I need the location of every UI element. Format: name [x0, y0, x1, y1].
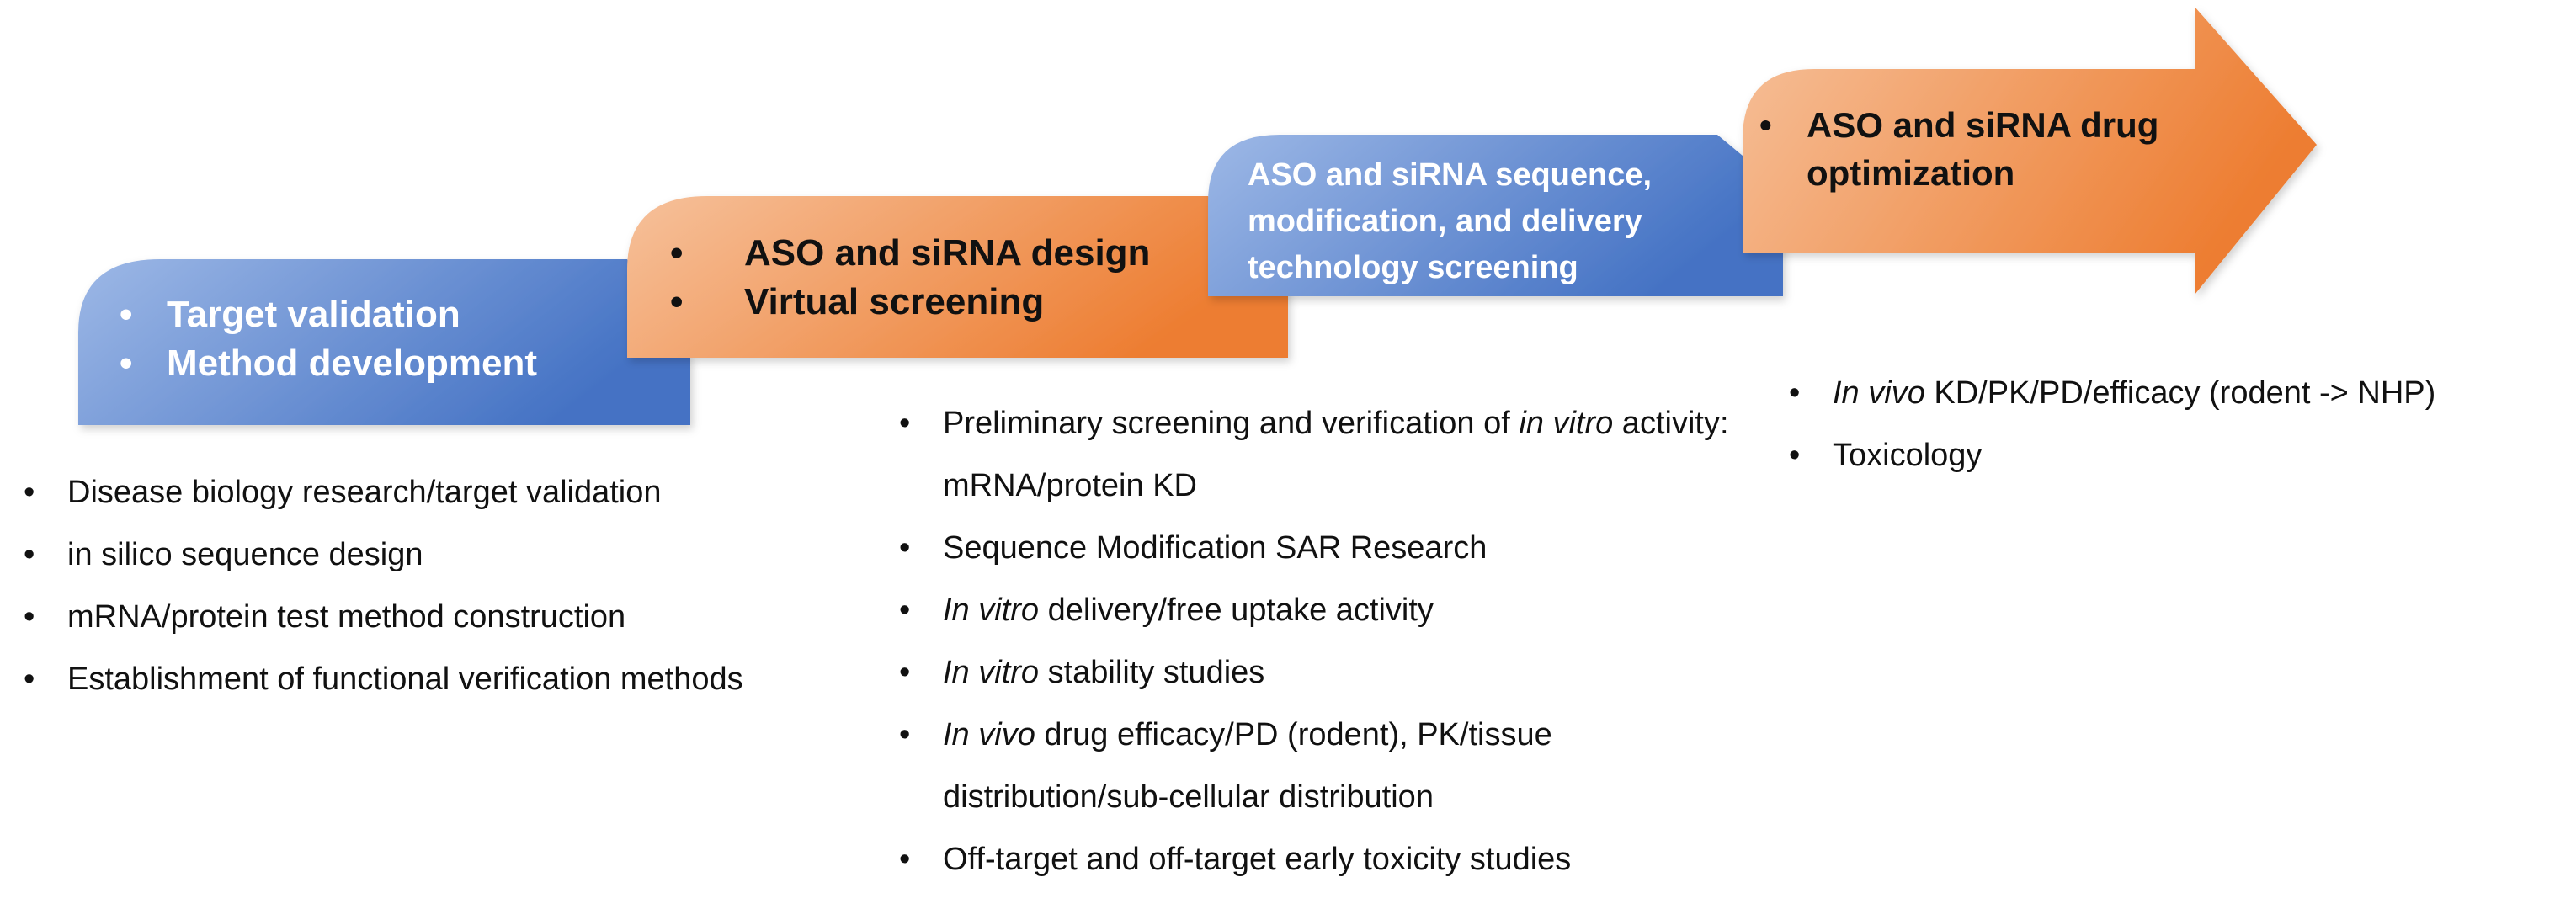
stage3-details: In vivo KD/PK/PD/efficacy (rodent -> NHP… — [1789, 362, 2573, 486]
detail-item: in silico sequence design — [24, 524, 876, 586]
stage1-item: Target validation — [120, 290, 537, 339]
stage2-item: ASO and siRNA design — [670, 229, 1151, 278]
detail-text: Sequence Modification SAR Research — [943, 530, 1488, 566]
stage1-details: Disease biology research/target validati… — [24, 461, 876, 710]
detail-text: drug efficacy/PD (rodent), PK/tissue dis… — [943, 717, 1552, 815]
stage3-title: ASO and siRNA sequence, modification, an… — [1248, 157, 1653, 285]
stage1-item: Method development — [120, 339, 537, 388]
detail-item: mRNA/protein test method construction — [24, 586, 876, 648]
detail-item: Sequence Modification SAR Research — [899, 517, 1751, 579]
detail-emphasis: In vivo — [943, 717, 1035, 752]
detail-text: stability studies — [1039, 655, 1265, 690]
stage4-items: ASO and siRNA drug optimization — [1759, 101, 2159, 197]
detail-item: Preliminary screening and verification o… — [899, 392, 1751, 517]
detail-item: In vitro stability studies — [899, 641, 1751, 704]
detail-emphasis: In vitro — [943, 593, 1040, 628]
detail-item: Off-target and off-target early toxicity… — [899, 828, 1751, 890]
stage2-details: Preliminary screening and verification o… — [899, 392, 1751, 890]
stage4-item: ASO and siRNA drug optimization — [1759, 101, 2159, 197]
stage2-items: ASO and siRNA design Virtual screening — [670, 229, 1151, 327]
detail-emphasis: In vivo — [1833, 375, 1925, 411]
detail-text: delivery/free uptake activity — [1039, 593, 1434, 628]
stage1-items: Target validation Method development — [120, 290, 537, 388]
detail-item: Toxicology — [1789, 424, 2573, 486]
detail-text: KD/PK/PD/efficacy (rodent -> NHP) — [1924, 375, 2436, 411]
detail-item: Disease biology research/target validati… — [24, 461, 876, 524]
detail-text: Preliminary screening and verification o… — [943, 406, 1520, 441]
detail-text: Off-target and off-target early toxicity… — [943, 842, 1572, 877]
detail-item: In vivo drug efficacy/PD (rodent), PK/ti… — [899, 704, 1751, 828]
stage3-box — [1208, 135, 1783, 296]
detail-item: Establishment of functional verification… — [24, 648, 876, 710]
detail-text: activity: mRNA/protein KD — [943, 406, 1729, 503]
stage2-item: Virtual screening — [670, 278, 1150, 327]
detail-item: In vivo KD/PK/PD/efficacy (rodent -> NHP… — [1789, 362, 2573, 424]
detail-item: In vitro delivery/free uptake activity — [899, 579, 1751, 641]
detail-emphasis: in vitro — [1519, 406, 1614, 441]
detail-emphasis: In vitro — [943, 655, 1040, 690]
detail-text: Toxicology — [1833, 438, 1983, 473]
